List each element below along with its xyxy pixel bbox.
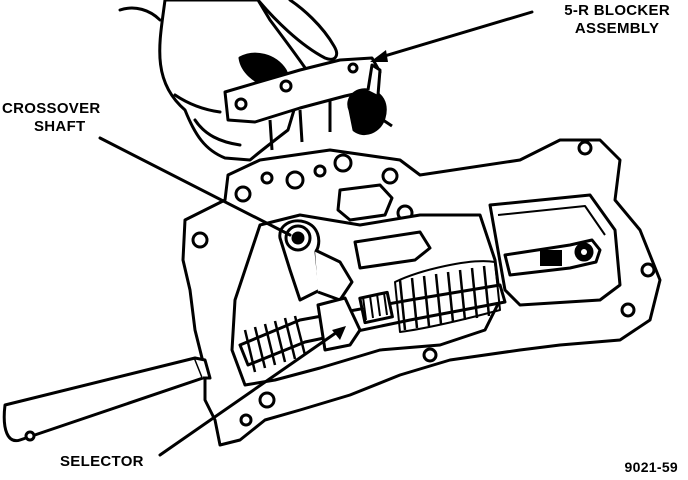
hand-illustration	[118, 0, 339, 162]
figure-number: 9021-59	[624, 459, 678, 475]
crossover-shaft	[278, 219, 354, 302]
right-cavity	[488, 193, 622, 307]
crossover-shaft-label: CROSSOVER SHAFT	[2, 100, 101, 136]
leader-blocker	[376, 10, 534, 60]
selector-rail	[238, 260, 507, 373]
blocker-label-line1: 5-R BLOCKER	[564, 2, 670, 19]
arrowhead-blocker	[370, 50, 388, 62]
spring-right	[394, 260, 501, 333]
leader-lines	[98, 10, 534, 457]
blocker-assembly-label: 5-R BLOCKER ASSEMBLY	[564, 2, 670, 38]
leader-selector	[158, 328, 342, 457]
leader-crossover	[98, 136, 292, 237]
blocker-label-line2: ASSEMBLY	[574, 20, 660, 37]
arrowhead-selector	[332, 326, 346, 340]
crossover-label-line1: CROSSOVER	[2, 100, 101, 117]
blocker-assembly	[223, 56, 393, 151]
shift-rod	[2, 356, 212, 443]
selector-label: SELECTOR	[60, 453, 144, 470]
spring-left	[243, 315, 307, 373]
crossover-label-line2: SHAFT	[34, 118, 86, 135]
